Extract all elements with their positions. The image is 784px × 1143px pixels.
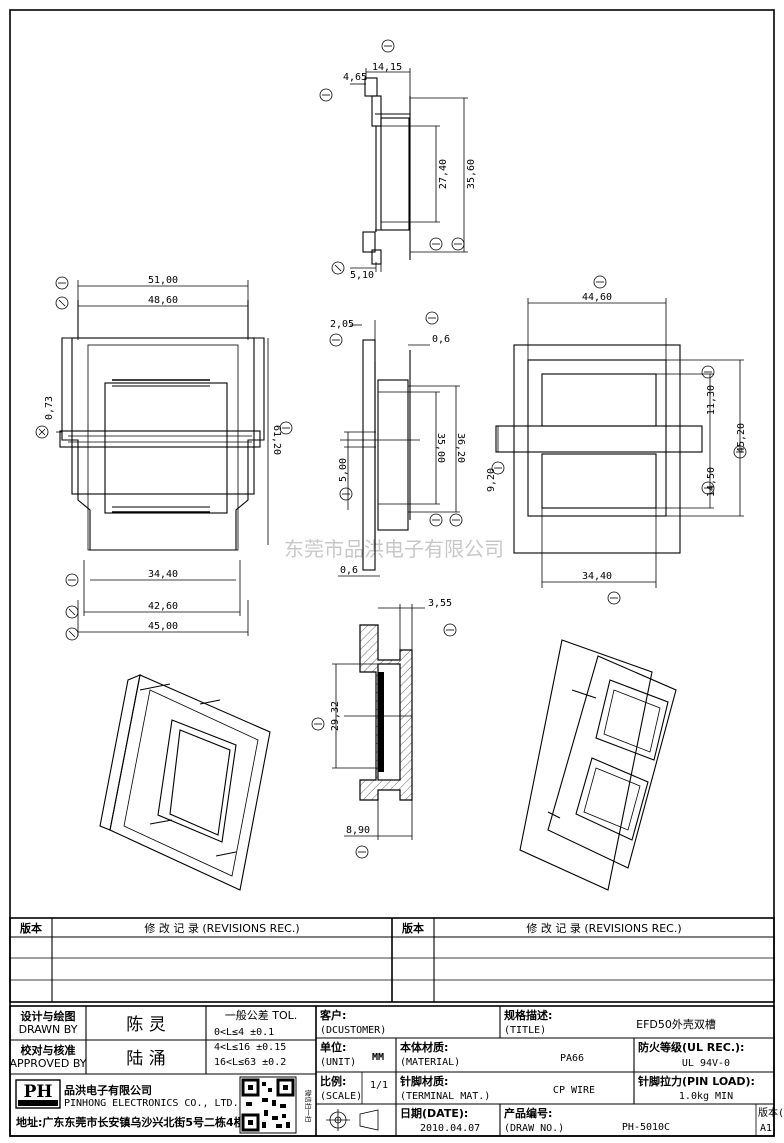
- title-label: 规格描述:: [504, 1008, 552, 1022]
- dim-35-00: 35,00: [435, 433, 446, 463]
- unit-value: MM: [372, 1052, 384, 1063]
- approver-label-en: APPROVED BY: [9, 1057, 86, 1070]
- dim-3-55: 3,55: [428, 598, 452, 609]
- company-name-en: PINHONG ELECTRONICS CO., LTD.: [64, 1098, 239, 1109]
- rev-col-version-1: 版本: [20, 921, 42, 935]
- dim-44-60: 44,60: [582, 292, 612, 303]
- material-value: PA66: [560, 1053, 584, 1064]
- qr-caption: 微信扫一扫: [304, 1090, 313, 1123]
- scale-label-en: (SCALE): [320, 1091, 362, 1102]
- material-label: 本体材质:: [400, 1040, 448, 1054]
- date-label: 日期(DATE):: [400, 1106, 468, 1120]
- dim-45-00: 45,00: [148, 621, 178, 632]
- tolerance-row-2: 4<L≤16 ±0.15: [214, 1042, 286, 1053]
- company-address: 地址:广东东莞市长安镇乌沙兴北街5号二栋4楼: [16, 1115, 245, 1129]
- revisions-table: [9, 917, 775, 1003]
- material-label-en: (MATERIAL): [400, 1057, 460, 1068]
- unit-label: 单位:: [320, 1040, 346, 1054]
- dim-14-15: 14,15: [372, 62, 402, 73]
- company-logo-text: PH: [24, 1082, 53, 1102]
- revision-label: 版本(REV):: [758, 1106, 784, 1119]
- scale-label: 比例:: [320, 1074, 346, 1088]
- tolerance-row-3: 16<L≤63 ±0.2: [214, 1057, 286, 1068]
- customer-label: 客户:: [319, 1008, 346, 1022]
- dim-2-05: 2,05: [330, 319, 354, 330]
- side-view-center: [338, 320, 460, 577]
- dim-29-32: 29,32: [330, 701, 341, 731]
- marker-labels: [35, 39, 747, 859]
- rev-col-records-1: 修 改 记 录 (REVISIONS REC.): [144, 921, 299, 935]
- isometric-view-right: [519, 639, 677, 891]
- designer-name: 陈 灵: [126, 1015, 165, 1035]
- dim-51-00: 51,00: [148, 275, 178, 286]
- pin-load-value: 1.0kg MIN: [679, 1091, 733, 1102]
- dim-5-10: 5,10: [350, 270, 374, 281]
- dim-27-40: 27,40: [438, 159, 449, 189]
- approver-name: 陆 涌: [126, 1049, 165, 1069]
- designer-label-en: DRAWN BY: [19, 1023, 78, 1036]
- terminal-label-en: (TERMINAL MAT.): [400, 1091, 490, 1102]
- revision-value: A1: [760, 1123, 772, 1134]
- dim-42-60: 42,60: [148, 601, 178, 612]
- section-view: [332, 604, 425, 840]
- terminal-label: 针脚材质:: [400, 1074, 448, 1088]
- rev-col-version-2: 版本: [402, 921, 424, 935]
- dim-61-20: 61,20: [271, 425, 282, 455]
- tolerance-title: 一般公差 TOL.: [225, 1008, 298, 1022]
- scale-value: 1/1: [370, 1080, 388, 1091]
- front-view-left: [56, 280, 269, 636]
- dim-9-20: 9,20: [486, 468, 497, 492]
- terminal-value: CP WIRE: [553, 1085, 595, 1096]
- drawing-number-label: 产品编号:: [504, 1106, 552, 1120]
- top-profile-view: [350, 68, 468, 272]
- watermark-text: 东莞市品洪电子有限公司: [284, 537, 504, 561]
- approver-label-cn: 校对与核准: [21, 1043, 76, 1057]
- dim-34-40-left: 34,40: [148, 569, 178, 580]
- isometric-view-left: [99, 674, 271, 891]
- dim-4-65: 4,65: [343, 72, 367, 83]
- dim-5-00: 5,00: [338, 458, 349, 482]
- designer-label-cn: 设计与绘图: [21, 1009, 76, 1023]
- drawing-number-label-en: (DRAW NO.): [504, 1123, 564, 1134]
- dim-11-30: 11,30: [706, 385, 717, 415]
- dim-35-60: 35,60: [466, 159, 477, 189]
- dim-14-50: 14,50: [706, 467, 717, 497]
- rear-view-right: [495, 298, 744, 588]
- dim-36-20: 36,20: [455, 433, 466, 463]
- fire-rating-label: 防火等级(UL REC.):: [638, 1040, 744, 1054]
- dim-0-6-top: 0,6: [432, 334, 450, 345]
- title-value: EFD50外壳双槽: [636, 1017, 716, 1031]
- projection-symbol: [326, 1109, 379, 1131]
- company-name: 品洪电子有限公司: [64, 1083, 152, 1097]
- dim-45-20: 45,20: [736, 423, 747, 453]
- dim-48-60: 48,60: [148, 295, 178, 306]
- title-block-grid: [9, 1005, 775, 1137]
- company-logo: [15, 1079, 61, 1109]
- dim-8-90: 8,90: [346, 825, 370, 836]
- dim-0-73: 0,73: [44, 396, 55, 420]
- dim-34-40-right: 34,40: [582, 571, 612, 582]
- qr-code: [239, 1076, 297, 1134]
- dim-0-6-bottom: 0,6: [340, 565, 358, 576]
- drawing-number-value: PH-5010C: [622, 1122, 670, 1133]
- tolerance-row-1: 0<L≤4 ±0.1: [214, 1027, 274, 1038]
- title-label-en: (TITLE): [504, 1025, 546, 1036]
- customer-label-en: (DCUSTOMER): [320, 1025, 386, 1036]
- date-value: 2010.04.07: [420, 1123, 480, 1134]
- rev-col-records-2: 修 改 记 录 (REVISIONS REC.): [526, 921, 681, 935]
- fire-rating-value: UL 94V-0: [682, 1058, 730, 1069]
- unit-label-en: (UNIT): [320, 1057, 356, 1068]
- pin-load-label: 针脚拉力(PIN LOAD):: [638, 1074, 755, 1088]
